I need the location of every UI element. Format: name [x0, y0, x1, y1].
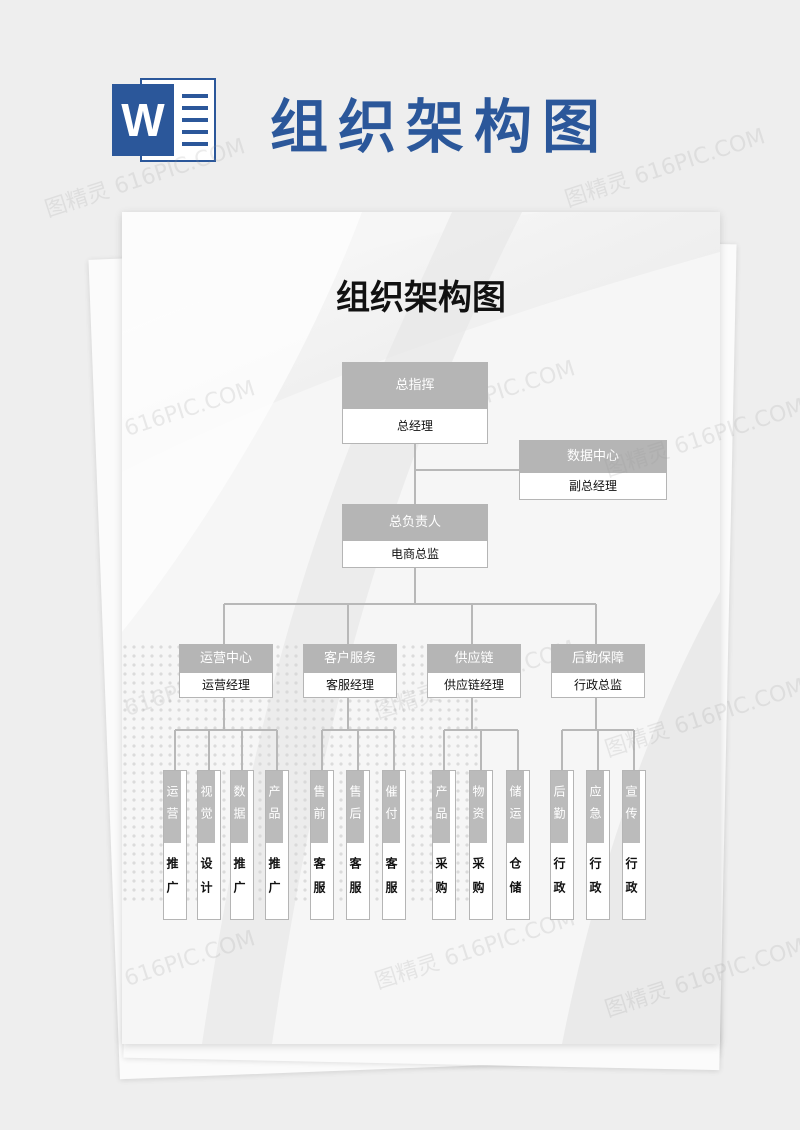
- team-node: 后勤 行政: [550, 770, 574, 920]
- team-role: 行政: [588, 857, 602, 905]
- team-role: 客服: [384, 857, 398, 905]
- team-name: 物资: [470, 771, 487, 843]
- node-root-title: 总指挥: [343, 363, 487, 409]
- document-page: 图精灵 616PIC.COM 图精灵 616PIC.COM 图精灵 616PIC…: [122, 212, 720, 1044]
- team-role: 客服: [312, 857, 326, 905]
- team-node: 售前 客服: [310, 770, 334, 920]
- node-root-subtitle: 总经理: [343, 409, 487, 443]
- team-role: 设计: [199, 857, 213, 905]
- dept-title: 后勤保障: [552, 645, 644, 673]
- team-name: 应急: [587, 771, 604, 843]
- team-name: 后勤: [551, 771, 568, 843]
- dept-node: 后勤保障 行政总监: [551, 644, 645, 698]
- team-role: 行政: [624, 857, 638, 905]
- node-data-center-title: 数据中心: [520, 441, 666, 473]
- dept-node: 运营中心 运营经理: [179, 644, 273, 698]
- team-name: 催付: [383, 771, 400, 843]
- team-name: 售前: [311, 771, 328, 843]
- team-node: 运营 推广: [163, 770, 187, 920]
- team-name: 运营: [164, 771, 181, 843]
- document-title: 组织架构图: [336, 278, 506, 318]
- team-role: 推广: [165, 857, 179, 905]
- team-node: 数据 推广: [230, 770, 254, 920]
- dept-subtitle: 供应链经理: [428, 673, 520, 697]
- dept-subtitle: 运营经理: [180, 673, 272, 697]
- node-root: 总指挥 总经理: [342, 362, 488, 444]
- connector-lines: [174, 444, 635, 770]
- dept-node: 客户服务 客服经理: [303, 644, 397, 698]
- team-node: 宣传 行政: [622, 770, 646, 920]
- team-node: 应急 行政: [586, 770, 610, 920]
- team-node: 产品 采购: [432, 770, 456, 920]
- node-general-manager-subtitle: 电商总监: [343, 541, 487, 567]
- word-icon: W: [112, 78, 216, 162]
- node-general-manager: 总负责人 电商总监: [342, 504, 488, 568]
- team-role: 采购: [471, 857, 485, 905]
- team-name: 产品: [266, 771, 283, 843]
- team-node: 产品 推广: [265, 770, 289, 920]
- dept-node: 供应链 供应链经理: [427, 644, 521, 698]
- team-node: 售后 客服: [346, 770, 370, 920]
- team-node: 催付 客服: [382, 770, 406, 920]
- team-name: 宣传: [623, 771, 640, 843]
- team-node: 储运 仓储: [506, 770, 530, 920]
- dept-title: 运营中心: [180, 645, 272, 673]
- team-name: 视觉: [198, 771, 215, 843]
- word-badge: W: [112, 84, 174, 156]
- node-general-manager-title: 总负责人: [343, 505, 487, 541]
- team-role: 推广: [267, 857, 281, 905]
- team-node: 物资 采购: [469, 770, 493, 920]
- team-name: 售后: [347, 771, 364, 843]
- team-name: 数据: [231, 771, 248, 843]
- team-name: 储运: [507, 771, 524, 843]
- team-name: 产品: [433, 771, 450, 843]
- dept-title: 客户服务: [304, 645, 396, 673]
- team-role: 采购: [434, 857, 448, 905]
- node-data-center-subtitle: 副总经理: [520, 473, 666, 499]
- banner: W 组织架构图: [0, 0, 800, 190]
- team-role: 推广: [232, 857, 246, 905]
- banner-title: 组织架构图: [270, 93, 611, 161]
- node-data-center: 数据中心 副总经理: [519, 440, 667, 500]
- dept-subtitle: 行政总监: [552, 673, 644, 697]
- dept-title: 供应链: [428, 645, 520, 673]
- team-role: 仓储: [508, 857, 522, 905]
- team-node: 视觉 设计: [197, 770, 221, 920]
- team-role: 行政: [552, 857, 566, 905]
- dept-subtitle: 客服经理: [304, 673, 396, 697]
- team-role: 客服: [348, 857, 362, 905]
